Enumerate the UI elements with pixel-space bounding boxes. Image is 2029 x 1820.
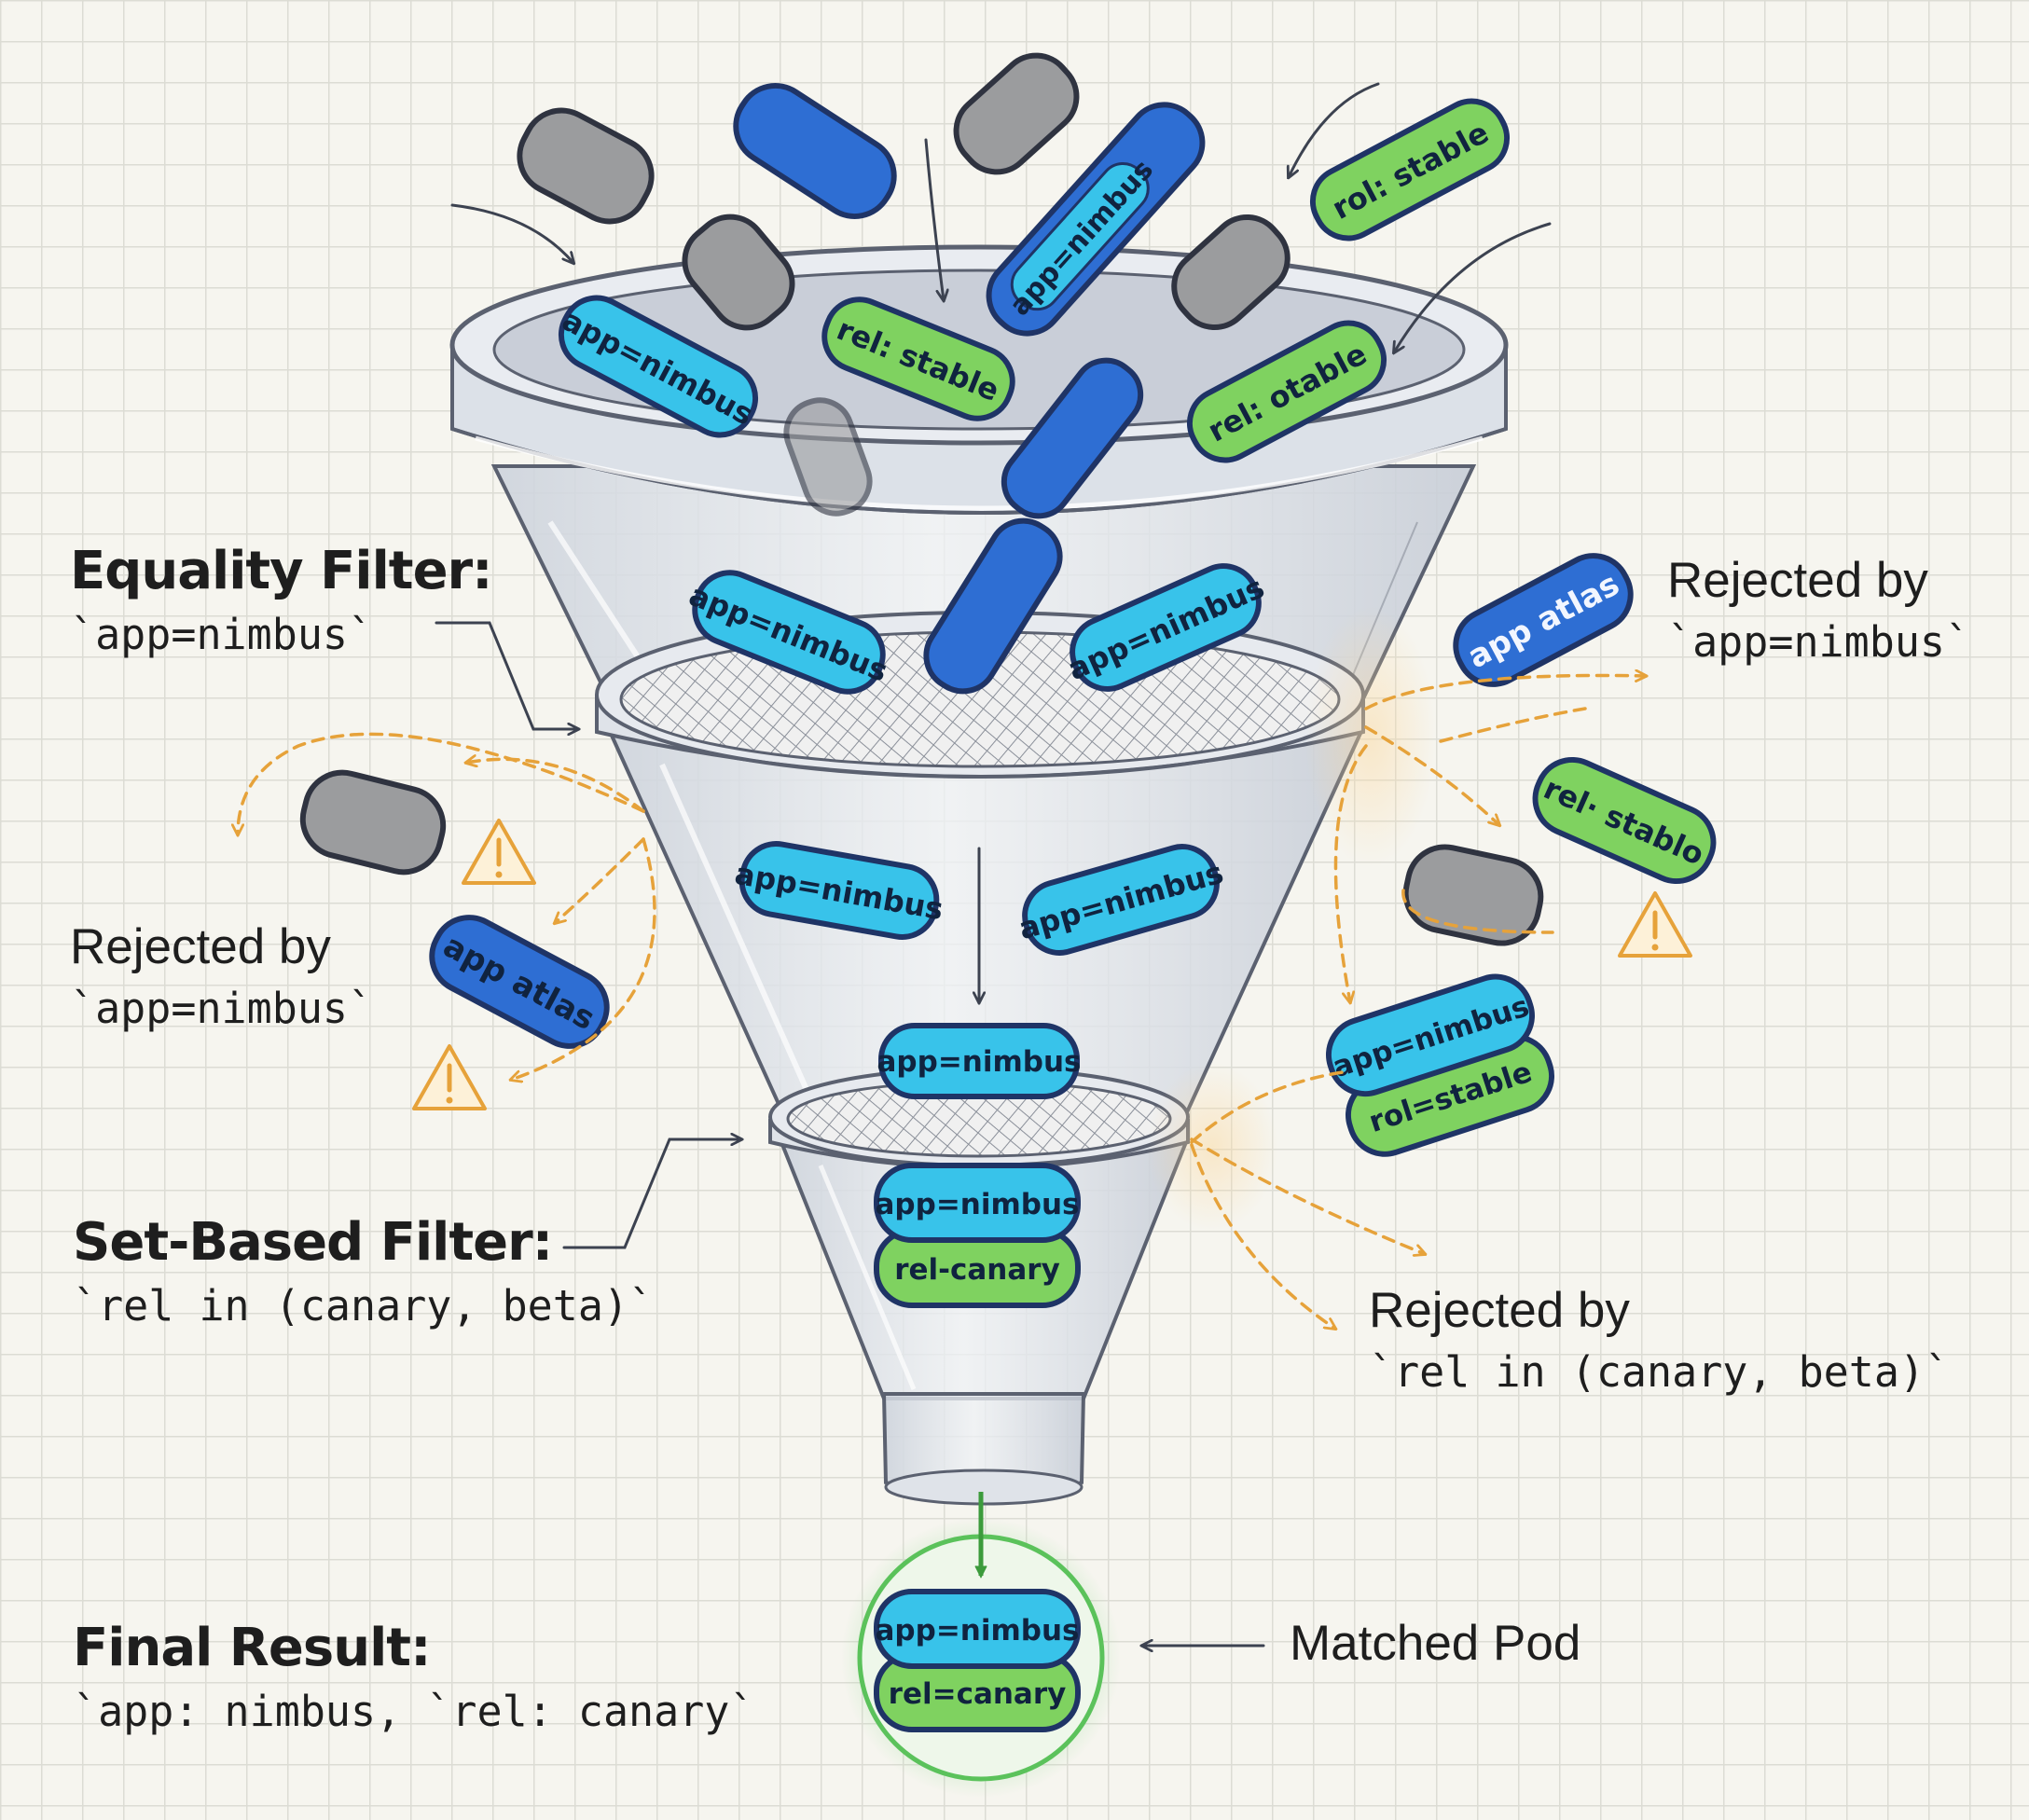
pod-rejected-app-atlas-left: app atlas xyxy=(429,915,610,1049)
rejected-right-bottom-label: Rejected by `rel in (canary, beta)` xyxy=(1369,1280,1950,1403)
gray-pods xyxy=(299,52,1544,946)
set-based-filter-title: Set-Based Filter: xyxy=(73,1212,553,1273)
rejected-right-bottom-title: Rejected by xyxy=(1369,1283,1630,1338)
svg-text:app=nimbus: app=nimbus xyxy=(876,1188,1080,1221)
pod-top-rel-stable: rol: stable xyxy=(1309,98,1511,241)
warning-icon xyxy=(1618,891,1692,958)
blue-pods-unlabeled xyxy=(733,83,1144,695)
svg-text:rel=canary: rel=canary xyxy=(889,1677,1067,1711)
set-based-filter-code: `rel in (canary, beta)` xyxy=(73,1281,655,1331)
pod-middle-app-nimbus-1: app=nimbus xyxy=(732,841,945,940)
svg-text:app=nimbus: app=nimbus xyxy=(876,1614,1080,1648)
equality-filter-label: Equality Filter: `app=nimbus` xyxy=(70,539,493,666)
rejected-left-title: Rejected by xyxy=(70,919,331,974)
rejected-right-bottom-code: `rel in (canary, beta)` xyxy=(1369,1347,1951,1397)
pod-result-stack: app=nimbus rel=canary xyxy=(874,1589,1081,1732)
warning-icon xyxy=(412,1044,487,1110)
pod-middle-app-nimbus-3: app=nimbus xyxy=(877,1023,1082,1099)
pod-rejected-app-atlas-right: app atlas xyxy=(1453,553,1634,687)
rejected-right-top-title: Rejected by xyxy=(1667,553,1928,608)
equality-filter-code: `app=nimbus` xyxy=(70,610,374,659)
rejection-arrows xyxy=(238,606,1646,1329)
matched-pod-title: Matched Pod xyxy=(1290,1616,1581,1671)
svg-text:rel-canary: rel-canary xyxy=(894,1253,1060,1287)
equality-filter-title: Equality Filter: xyxy=(70,541,493,601)
pod-rejected-stack: app=nimbus rol=stable xyxy=(1325,973,1554,1157)
rejected-left-label: Rejected by `app=nimbus` xyxy=(70,917,373,1040)
warning-icon xyxy=(462,819,536,885)
final-result-label: Final Result: `app: nimbus, `rel: canary… xyxy=(73,1616,755,1743)
svg-text:app=nimbus: app=nimbus xyxy=(877,1045,1082,1079)
label-arrows xyxy=(435,621,1265,1646)
final-result-code: `app: nimbus, `rel: canary` xyxy=(73,1687,755,1736)
rejected-right-top-label: Rejected by `app=nimbus` xyxy=(1667,550,1970,673)
final-result-title: Final Result: xyxy=(73,1618,431,1678)
pod-lower-stack: app=nimbus rel-canary xyxy=(874,1163,1081,1308)
rejected-left-code: `app=nimbus` xyxy=(70,984,374,1033)
incoming-arrows xyxy=(450,82,1552,1002)
matched-pod-label: Matched Pod xyxy=(1290,1613,1580,1675)
rejected-right-top-code: `app=nimbus` xyxy=(1667,617,1971,667)
pod-rejected-rel-stable: rel· stablo xyxy=(1532,756,1717,885)
set-based-filter-label: Set-Based Filter: `rel in (canary, beta)… xyxy=(73,1210,654,1337)
